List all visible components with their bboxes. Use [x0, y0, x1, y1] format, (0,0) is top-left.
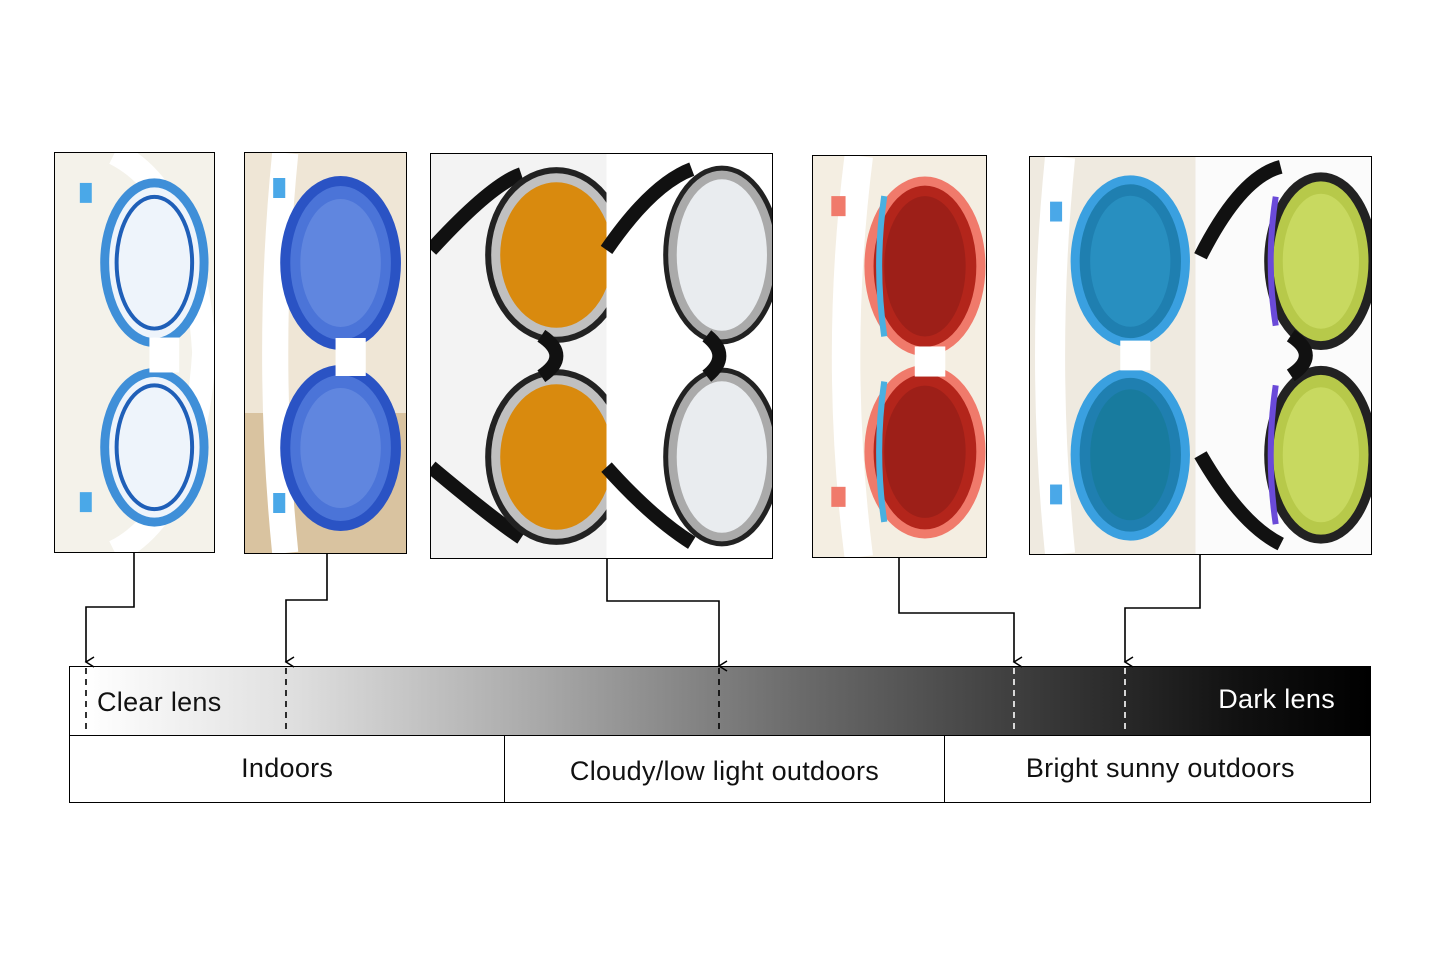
connector-arrow-3: [606, 559, 728, 672]
env-indoors: Indoors: [241, 753, 334, 783]
goggles-photo-clear-lens: [54, 152, 215, 553]
env-cloudy-low-light: Cloudy/low light outdoors: [504, 735, 943, 802]
goggles-clear-blue-image: [55, 153, 214, 552]
connector-arrow-1: [84, 553, 135, 668]
dark-lens-label: Dark lens: [1218, 684, 1335, 714]
goggles-photo-blue-and-gold-mirror: [1029, 156, 1372, 555]
connector-arrow-5: [1123, 555, 1201, 668]
connector-arrow-4: [898, 558, 1023, 668]
goggles-mirror-pair-image: [1030, 157, 1371, 554]
goggles-blue-tint-image: [245, 153, 406, 553]
connector-arrow-2: [284, 554, 328, 668]
env-bright-sunny: Bright sunny outdoors: [943, 735, 1370, 802]
goggles-amber-clear-image: [431, 154, 772, 558]
goggles-red-mirror-image: [813, 156, 986, 557]
goggles-photo-red-mirror: [812, 155, 987, 558]
environment-row: Indoors Cloudy/low light outdoors Bright…: [69, 735, 1371, 803]
clear-lens-label: Clear lens: [97, 687, 222, 717]
lens-darkness-scale: Clear lens Dark lens: [69, 666, 1371, 736]
goggles-photo-amber-and-clear: [430, 153, 773, 559]
goggles-photo-blue-tint: [244, 152, 407, 554]
